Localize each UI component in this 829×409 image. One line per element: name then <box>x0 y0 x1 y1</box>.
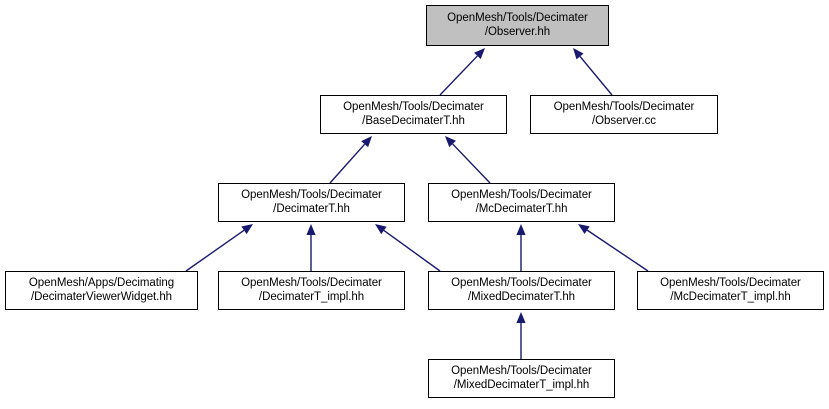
node-label-line2: /MixedDecimaterT.hh <box>467 290 576 303</box>
edge-mcdecimatert_impl_hh-to-mcdecimatert_hh <box>578 224 649 272</box>
node-label-line2: /BaseDecimaterT.hh <box>362 114 465 127</box>
arrowhead <box>306 224 316 235</box>
edge-basedecimatert_hh-to-observer_hh <box>439 48 485 96</box>
graph-node-basedecimatert_hh[interactable]: OpenMesh/Tools/Decimater/BaseDecimaterT.… <box>320 95 507 134</box>
arrowhead <box>474 48 485 60</box>
graph-node-decimatert_impl_hh[interactable]: OpenMesh/Tools/Decimater/DecimaterT_impl… <box>218 271 405 310</box>
arrowhead <box>573 48 584 60</box>
node-label-line2: /McDecimaterT_impl.hh <box>670 290 791 303</box>
graph-node-mcdecimatert_impl_hh[interactable]: OpenMesh/Tools/Decimater/McDecimaterT_im… <box>637 271 824 310</box>
edge-mixeddecimatert_hh-to-decimatert_hh <box>375 224 441 272</box>
node-label-line2: /DecimaterT.hh <box>273 202 350 215</box>
arrowhead <box>516 224 526 235</box>
node-label-line2: /DecimaterT_impl.hh <box>258 290 365 303</box>
edge-mcdecimatert_hh-to-basedecimatert_hh <box>445 136 491 184</box>
arrowhead <box>445 136 456 148</box>
arrowhead <box>361 136 372 148</box>
node-label-line2: /McDecimaterT.hh <box>475 202 568 215</box>
graph-node-observer_cc[interactable]: OpenMesh/Tools/Decimater/Observer.cc <box>530 95 718 134</box>
arrowhead <box>516 312 526 323</box>
edge-decimatert_hh-to-basedecimatert_hh <box>329 136 372 184</box>
node-label-line2: /Observer.cc <box>592 114 656 127</box>
edge-observer_cc-to-observer_hh <box>573 48 613 96</box>
graph-node-observer_hh[interactable]: OpenMesh/Tools/Decimater/Observer.hh <box>426 5 609 46</box>
node-label-line1: OpenMesh/Tools/Decimater <box>447 12 588 24</box>
graph-node-mcdecimatert_hh[interactable]: OpenMesh/Tools/Decimater/McDecimaterT.hh <box>428 183 615 222</box>
node-label-line1: OpenMesh/Apps/Decimating <box>28 277 175 289</box>
node-label-line1: OpenMesh/Tools/Decimater <box>553 101 695 113</box>
graph-node-decimaterviewerwidget_hh[interactable]: OpenMesh/Apps/Decimating/DecimaterViewer… <box>5 271 198 310</box>
node-label-line2: /MixedDecimaterT_impl.hh <box>453 378 590 391</box>
edge-decimatert_impl_hh-to-decimatert_hh <box>306 224 316 271</box>
edge-mixeddecimatert_impl_hh-to-mixeddecimatert_hh <box>516 312 526 359</box>
edge-decimaterviewerwidget_hh-to-decimatert_hh <box>185 224 253 272</box>
edge-mixeddecimatert_hh-to-mcdecimatert_hh <box>516 224 526 271</box>
node-label-line1: OpenMesh/Tools/Decimater <box>343 101 484 113</box>
node-label-line1: OpenMesh/Tools/Decimater <box>241 277 382 289</box>
node-label-line1: OpenMesh/Tools/Decimater <box>451 365 592 377</box>
node-label-line2: /Observer.hh <box>484 25 551 38</box>
node-label-line2: /DecimaterViewerWidget.hh <box>30 290 173 303</box>
node-label-line1: OpenMesh/Tools/Decimater <box>241 189 382 201</box>
graph-node-mixeddecimatert_impl_hh[interactable]: OpenMesh/Tools/Decimater/MixedDecimaterT… <box>428 359 615 398</box>
node-label-line1: OpenMesh/Tools/Decimater <box>660 277 801 289</box>
arrowhead <box>375 224 387 235</box>
graph-node-mixeddecimatert_hh[interactable]: OpenMesh/Tools/Decimater/MixedDecimaterT… <box>428 271 615 310</box>
graph-node-decimatert_hh[interactable]: OpenMesh/Tools/Decimater/DecimaterT.hh <box>218 183 405 222</box>
arrowhead <box>241 224 253 235</box>
arrowhead <box>578 224 590 234</box>
node-label-line1: OpenMesh/Tools/Decimater <box>451 277 592 289</box>
node-label-line1: OpenMesh/Tools/Decimater <box>451 189 592 201</box>
